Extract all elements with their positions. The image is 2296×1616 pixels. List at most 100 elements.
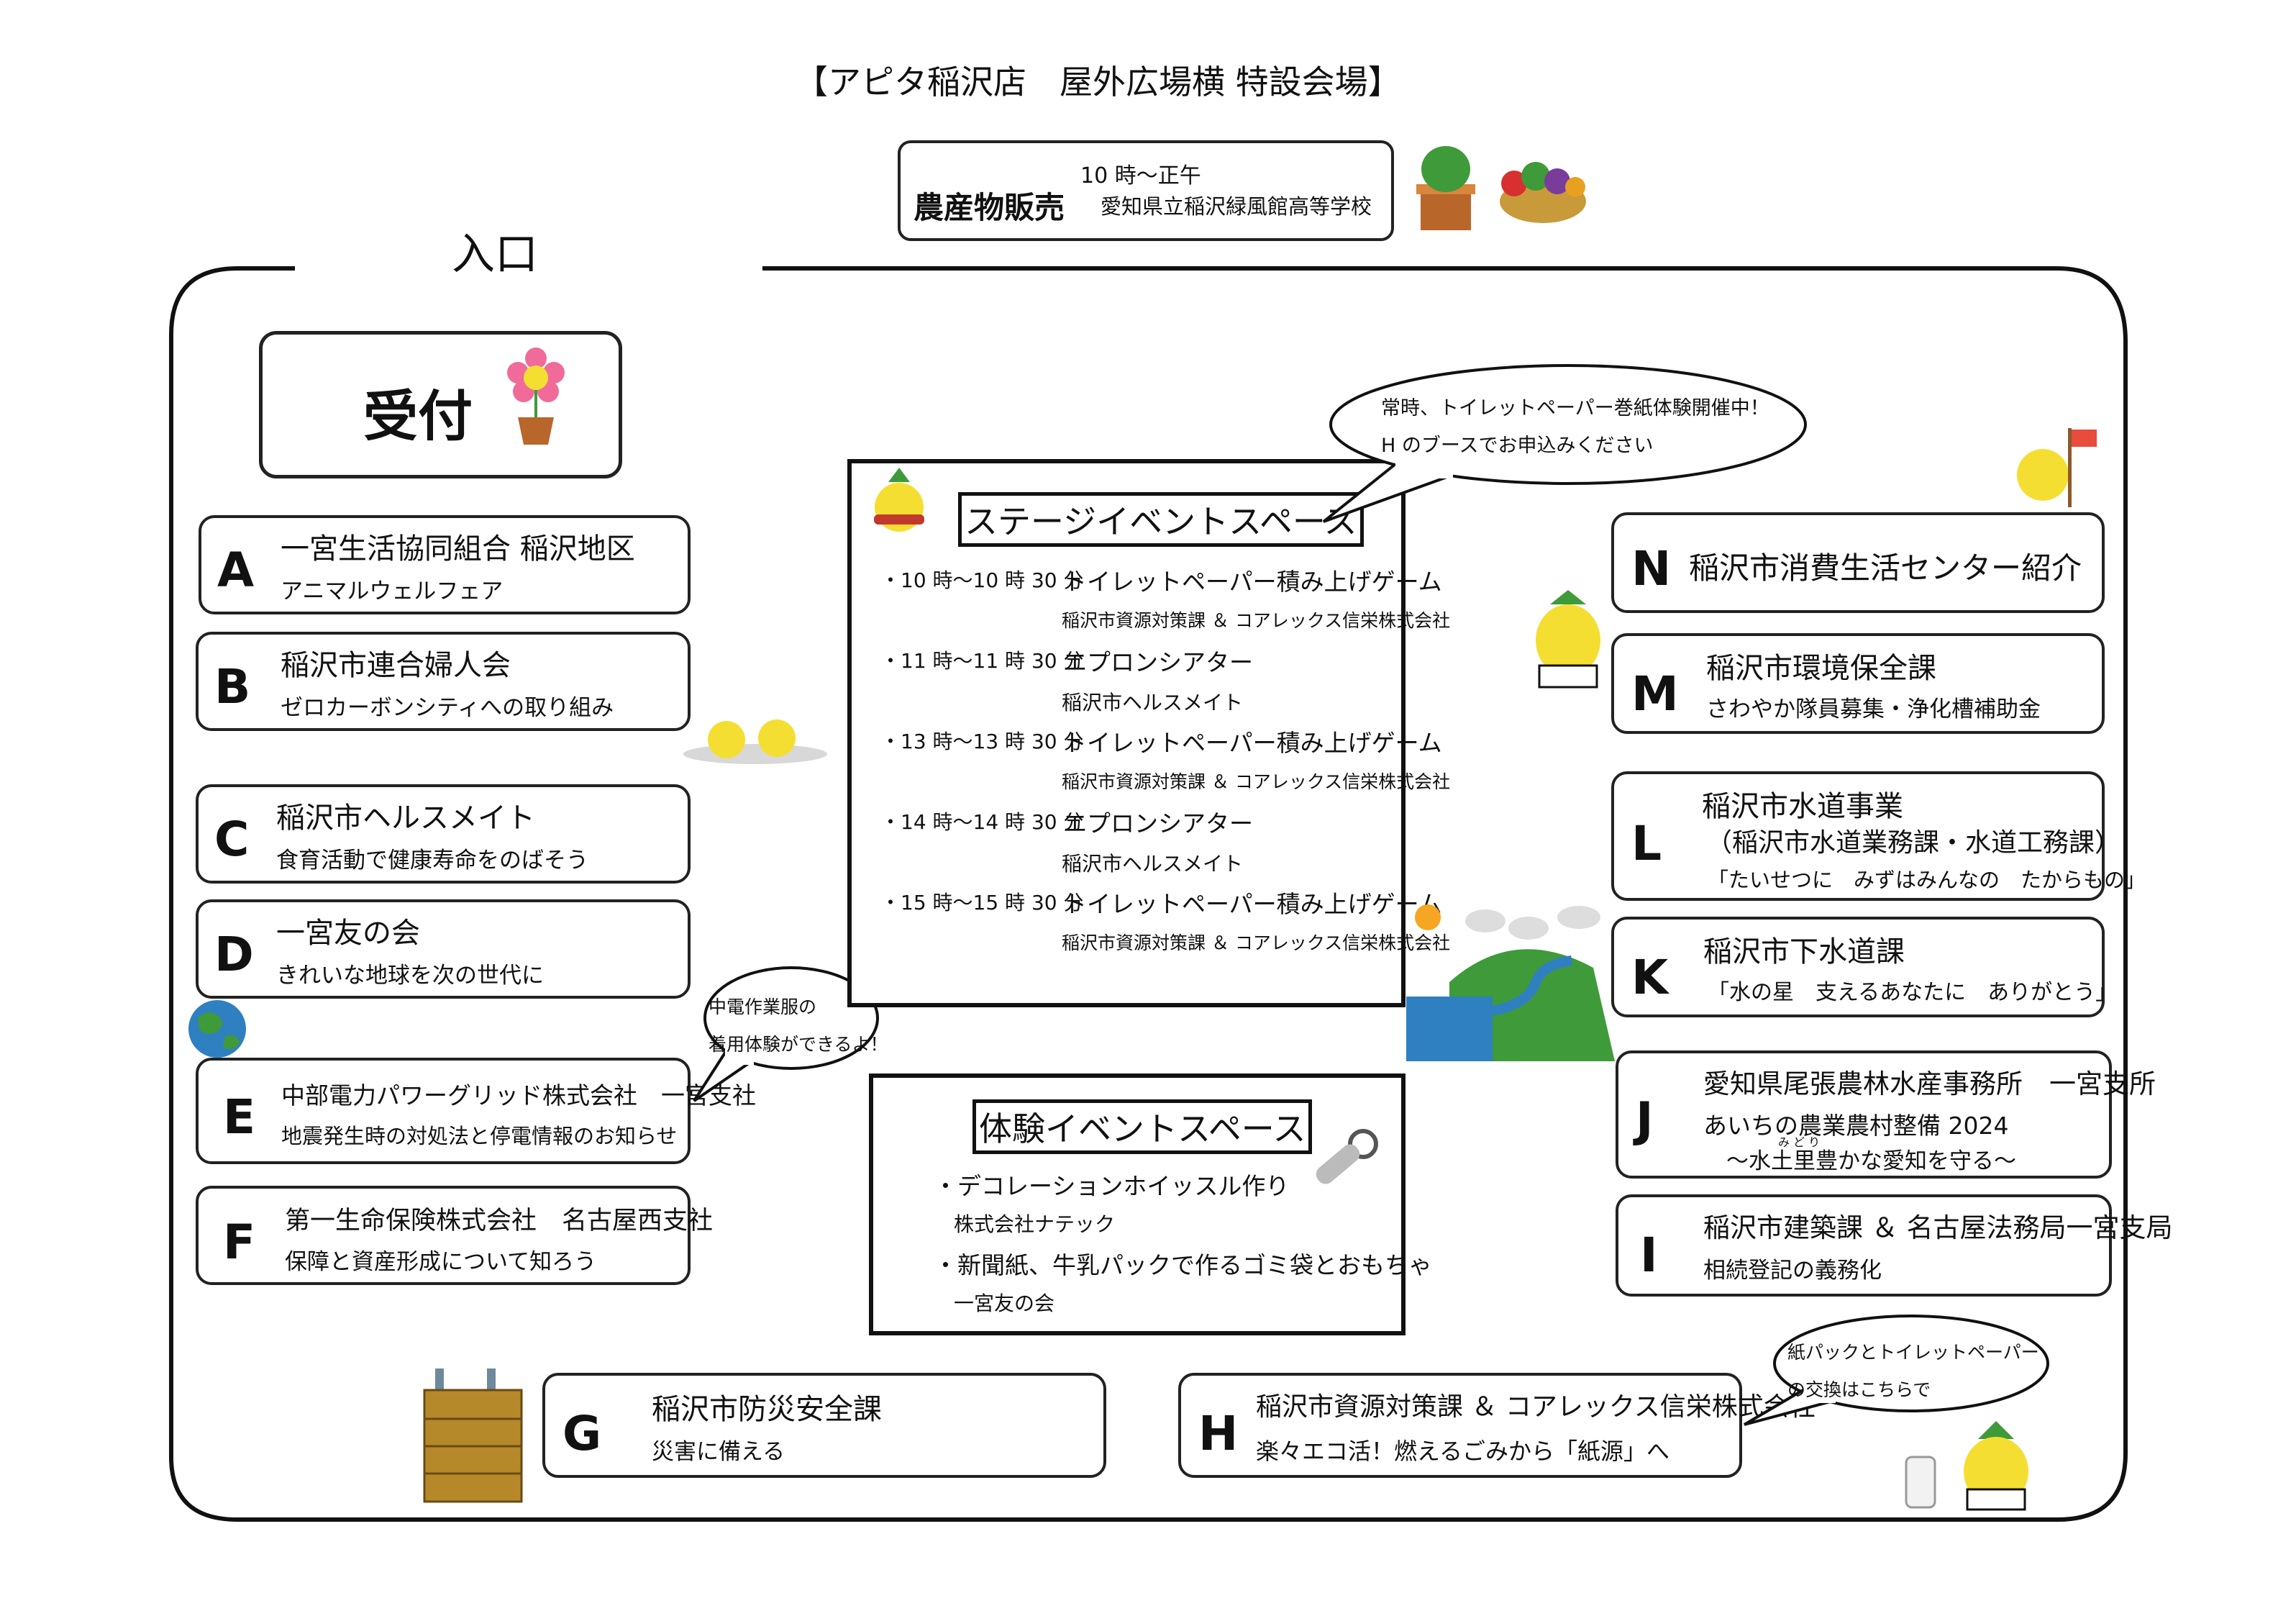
booth-desc: あいちの農業農村整備 2024 [1703,1112,2009,1140]
booth-k: K 稲沢市下水道課 「水の星 支えるあなたに ありがとう」 [1611,917,2117,1017]
stage-event-space: ステージイベントスペース [847,459,1406,1007]
booth-e: E 中部電力パワーグリッド株式会社 一宮支社 地震発生時の対処法と停電情報のお知… [196,1058,756,1164]
booth-desc: 地震発生時の対処法と停電情報のお知らせ [281,1124,678,1148]
booth-desc: 相続登記の義務化 [1703,1258,1882,1284]
booth-desc: 食育活動で健康寿命をのばそう [276,848,588,873]
booth-letter: M [1631,666,1679,722]
ruby-text: み ど り [1778,1135,1821,1149]
booth-n: N 稲沢市消費生活センター紹介 [1611,512,2105,613]
booth-b: B 稲沢市連合婦人会 ゼロカーボンシティへの取り組み [196,632,691,731]
bubble-text: 中電作業服の [709,997,817,1017]
booth-name: 稲沢市水道事業 [1702,790,1903,823]
booth-name: 稲沢市連合婦人会 [281,649,511,682]
chuden-bubble: 中電作業服の 着用体験ができるよ！ [676,964,892,1108]
experience-org: 株式会社ナテック [954,1212,1116,1236]
booth-sub: （稲沢市水道業務課・水道工務課） [1706,828,2121,858]
farm-title: 農産物販売 [914,190,1065,225]
booth-name: 稲沢市ヘルスメイト [276,802,535,835]
booth-desc: きれいな地球を次の世代に [276,963,544,989]
booth-letter: L [1631,816,1662,871]
reception-box: 受付 [259,331,622,478]
stage-event-org: 稲沢市ヘルスメイト [1062,691,1244,714]
booth-letter: I [1640,1227,1658,1283]
booth-name: 稲沢市建築課 ＆ 名古屋法務局一宮支局 [1703,1212,2173,1243]
booth-desc: 「水の星 支えるあなたに ありがとう」 [1708,980,2118,1005]
flower-icon [507,348,565,445]
booth-name: 一宮生活協同組合 稲沢地区 [281,532,635,566]
mascot-flag-icon [2017,428,2097,507]
booth-name: 稲沢市資源対策課 ＆ コアレックス信栄株式会社 [1256,1392,1816,1422]
mascot-icon [1536,590,1600,689]
farm-org: 愛知県立稲沢緑風館高等学校 [1101,194,1372,219]
booth-letter: F [223,1215,256,1270]
toilet-bubble: 常時、トイレットペーパー巻紙体験開催中！ H のブースでお申込みください [1295,356,1813,500]
drawer-chest-icon [423,1368,523,1503]
vegetables-icon [1416,146,1586,230]
stage-time: ・15 時～15 時 30 分 [880,891,1084,914]
paper-bubble-shape [1743,1315,2049,1426]
experience-item: ・デコレーションホイッスル作り [934,1172,1290,1200]
booth-l: L 稲沢市水道事業 （稲沢市水道業務課・水道工務課） 「たいせつに みずはみんな… [1611,771,2146,901]
booth-letter: K [1631,950,1669,1005]
earth-icon [188,1000,246,1058]
bubble-text: の交換はこちらで [1787,1379,1931,1400]
booth-letter: A [217,543,255,598]
booth-desc: さわやか隊員募集・浄化槽補助金 [1706,696,2041,722]
booth-letter: B [214,659,251,714]
experience-title: 体験イベントスペース [972,1099,1313,1154]
booth-name: 中部電力パワーグリッド株式会社 一宮支社 [281,1081,756,1109]
reception-label: 受付 [363,384,473,448]
stage-event-org: 稲沢市資源対策課 ＆ コアレックス信栄株式会社 [1062,932,1451,953]
booth-letter: N [1631,541,1672,596]
booth-desc: 楽々エコ活！燃えるごみから「紙源」へ [1256,1438,1670,1465]
paper-bubble: 紙パックとトイレットペーパー の交換はこちらで [1723,1309,2054,1432]
entrance-label: 入口 [452,230,538,280]
booth-c: C 稲沢市ヘルスメイト 食育活動で健康寿命をのばそう [196,784,691,884]
mascot-guitar-icon [874,468,924,532]
booth-name: 稲沢市防災安全課 [652,1393,882,1426]
stage-event-title: トイレットペーパー積み上げゲーム [1063,568,1442,596]
booth-desc: 保障と資産形成について知ろう [285,1249,597,1275]
chuden-bubble-shape [693,966,879,1102]
toilet-bubble-shape [1322,364,1807,523]
bubble-text: 紙パックとトイレットペーパー [1787,1342,2039,1363]
experience-item: ・新聞紙、牛乳パックで作るゴミ袋とおもちゃ [934,1251,1432,1279]
booth-letter: G [562,1406,602,1461]
booth-name: 稲沢市下水道課 [1703,935,1905,968]
booth-desc: 災害に備える [652,1439,785,1465]
whistle-icon [1316,1129,1378,1184]
booth-name: 愛知県尾張農林水産事務所 一宮支所 [1703,1068,2156,1099]
booth-letter: H [1198,1406,1239,1461]
mascot-sleeping-icon [683,720,827,764]
booth-desc: ゼロカーボンシティへの取り組み [281,695,614,721]
stage-time: ・11 時～11 時 30 分 [880,649,1084,673]
booth-h: H 稲沢市資源対策課 ＆ コアレックス信栄株式会社 楽々エコ活！燃えるごみから「… [1178,1373,1816,1478]
stage-event-org: 稲沢市資源対策課 ＆ コアレックス信栄株式会社 [1062,771,1451,792]
booth-letter: C [214,812,250,867]
stage-title: ステージイベントスペース [958,492,1364,547]
stage-event-org: 稲沢市資源対策課 ＆ コアレックス信栄株式会社 [1062,610,1451,631]
booth-name: 稲沢市消費生活センター紹介 [1689,550,2082,586]
booth-d: D 一宮友の会 きれいな地球を次の世代に [196,899,691,999]
page-title: 【アピタ稲沢店 屋外広場横 特設会場】 [795,63,1401,101]
booth-name: 第一生命保険株式会社 名古屋西支社 [285,1207,714,1235]
booth-name: 稲沢市環境保全課 [1706,652,1936,685]
booth-letter: J [1636,1092,1654,1148]
experience-org: 一宮友の会 [954,1292,1055,1315]
stage-event-org: 稲沢市ヘルスメイト [1062,852,1244,876]
stage-event-title: エプロンシアター [1063,648,1253,676]
booth-letter: D [214,927,254,982]
bubble-text: 着用体験ができるよ！ [709,1034,888,1055]
stage-event-title: トイレットペーパー積み上げゲーム [1063,890,1442,918]
booth-desc: アニマルウェルフェア [281,578,504,604]
stage-time: ・13 時～13 時 30 分 [880,730,1084,753]
farm-sale-box: 10 時～正午 農産物販売 愛知県立稲沢緑風館高等学校 [898,140,1394,241]
farm-time: 10 時～正午 [1080,163,1201,189]
stage-time: ・14 時～14 時 30 分 [880,810,1084,834]
booth-desc: 「たいせつに みずはみんなの たからもの」 [1708,868,2146,892]
stage-time: ・10 時～10 時 30 分 [880,568,1084,592]
booth-f: F 第一生命保険株式会社 名古屋西支社 保障と資産形成について知ろう [196,1186,713,1285]
water-cycle-icon [1406,904,1615,1061]
booth-desc-2: ～水土里豊かな愛知を守る～ [1726,1148,2016,1174]
